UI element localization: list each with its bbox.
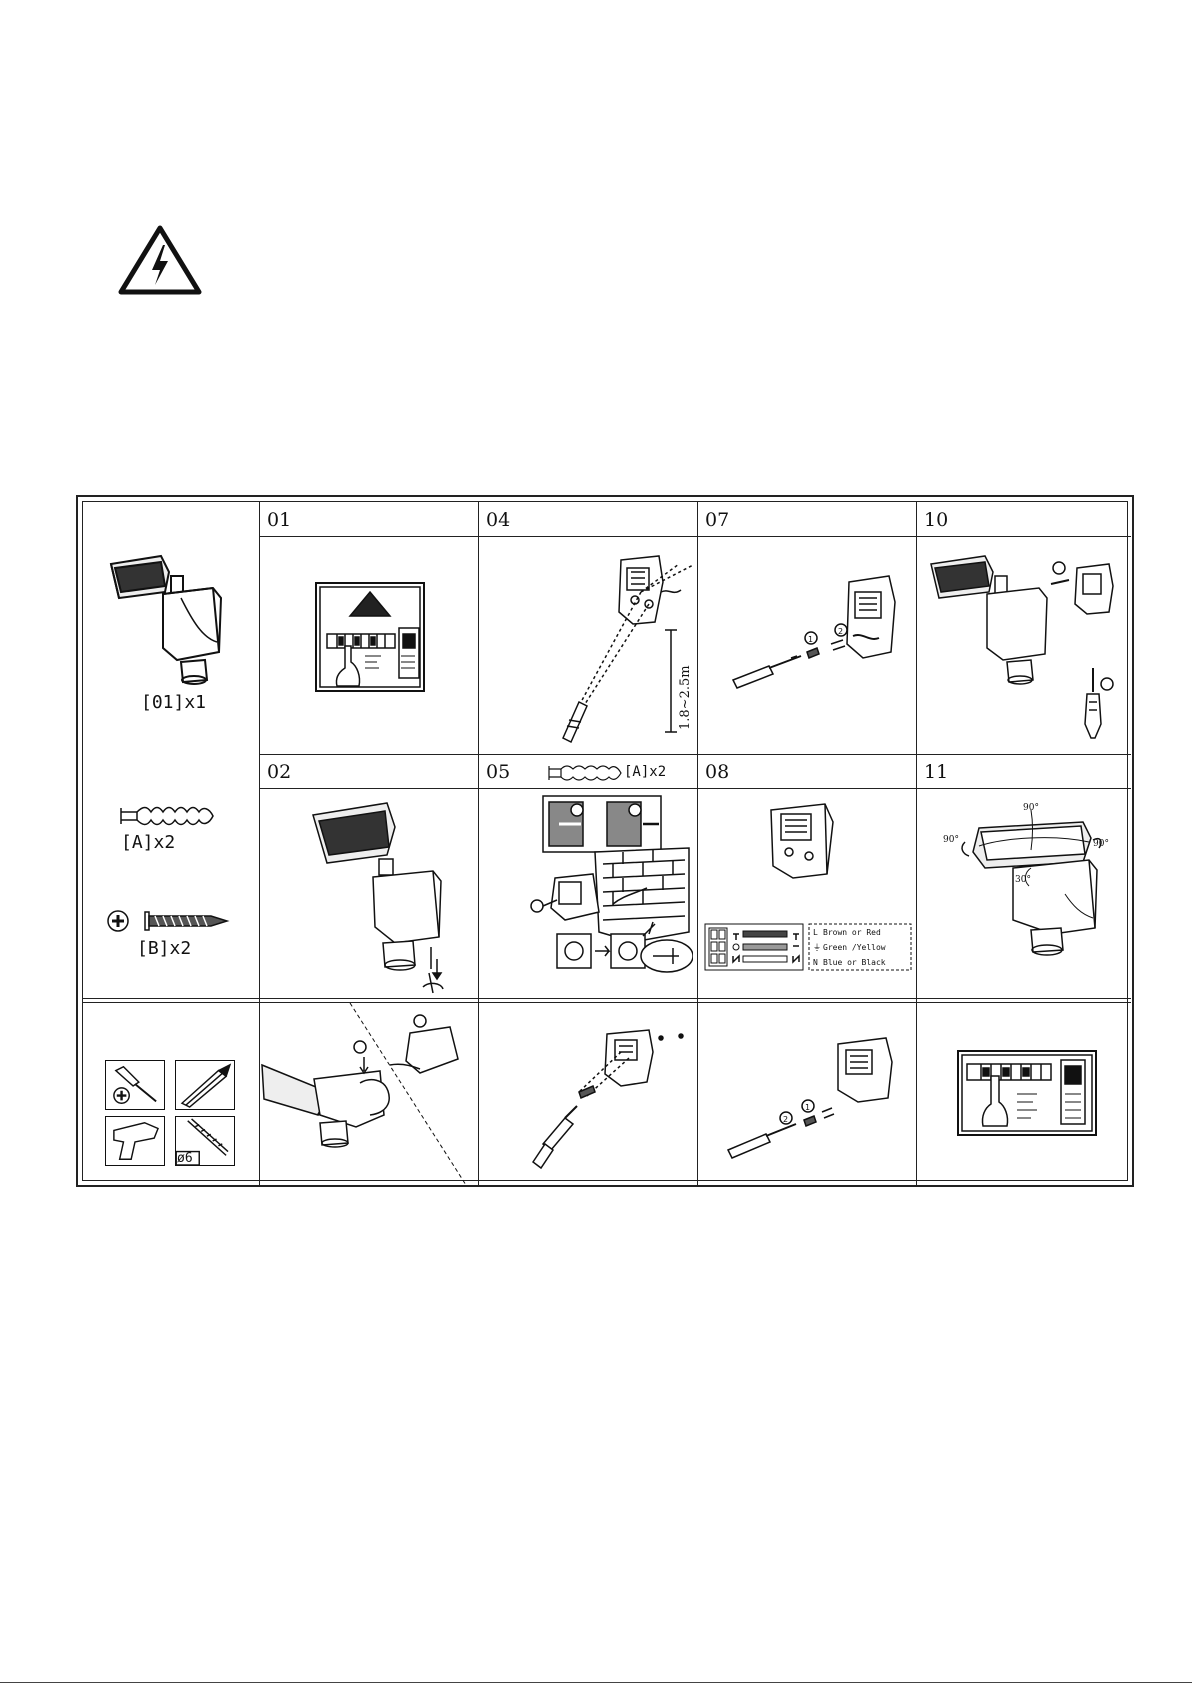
diagram-grid: 01 04 07 10 02 05 08 11 [01]x1 (82, 501, 1128, 1181)
step-05-label: 05 (480, 761, 510, 783)
lamp-part-label: [01]x1 (141, 692, 206, 713)
step-09-close-cover-illustration: 1 2 (708, 1032, 908, 1172)
anchor-part-label: [A]x2 (121, 832, 175, 853)
step-07-wiring-illustration: 1 2 (713, 572, 913, 722)
svg-text:2: 2 (783, 1115, 788, 1124)
angle-top-label: 90° (1023, 803, 1039, 813)
step-01-label: 01 (261, 509, 291, 531)
installation-diagram-sheet: 01 04 07 10 02 05 08 11 [01]x1 (76, 495, 1134, 1187)
screwdriver-tool-icon (105, 1060, 165, 1110)
screw-icon (107, 908, 231, 934)
step-01-breaker-illustration (315, 582, 425, 692)
mounting-height-label: 1.8~2.5m (678, 665, 693, 730)
step-08-label: 08 (699, 761, 729, 783)
electric-hazard-icon (118, 225, 202, 295)
step-04-drilling-illustration: 1.8~2.5m (523, 552, 693, 747)
step-11-adjust-angle-illustration: 90° 90° 90° 30° (943, 802, 1123, 972)
step-05-wall-mount-illustration (503, 792, 693, 997)
floodlight-part-illustration (103, 552, 243, 692)
step-07-label: 07 (699, 509, 729, 531)
screw-part-label: [B]x2 (137, 938, 191, 959)
wall-anchor-icon (117, 804, 217, 828)
svg-text:2: 2 (838, 627, 843, 636)
step-02-disassemble-illustration (283, 797, 473, 997)
step-08-terminal-illustration (763, 802, 843, 882)
step-05-anchor-label: [A]x2 (624, 764, 666, 780)
drill-bit-size-label: ø6 (177, 1151, 193, 1166)
svg-text:⏚: ⏚ (813, 943, 821, 952)
pencil-tool-icon (175, 1060, 235, 1110)
wire-brown-label: Brown or Red (823, 928, 881, 937)
svg-text:1: 1 (808, 635, 813, 644)
step-05-anchor-icon (547, 764, 623, 782)
svg-text:1: 1 (805, 1103, 810, 1112)
step-02-label: 02 (261, 761, 291, 783)
drill-tool-icon (105, 1116, 165, 1166)
tools-panel: ø6 (105, 1060, 235, 1170)
step-12-breaker-on-illustration (957, 1050, 1097, 1136)
step-10-label: 10 (918, 509, 948, 531)
angle-bottom-label: 30° (1015, 875, 1031, 885)
step-11-label: 11 (918, 761, 948, 783)
step-10-attach-illustration (923, 542, 1128, 752)
svg-text:L: L (813, 928, 818, 937)
wire-green-label: Green /Yellow (823, 943, 886, 952)
step-06-screw-mount-illustration (503, 1022, 693, 1182)
step-03-mount-bracket-illustration (260, 1003, 478, 1185)
svg-text:N: N (813, 958, 818, 967)
wire-blue-label: Blue or Black (823, 958, 886, 967)
step-08-wire-color-legend: L Brown or Red ⏚ Green /Yellow N Blue or… (703, 922, 915, 972)
angle-left-label: 90° (943, 835, 959, 845)
page-bottom-rule (0, 1682, 1192, 1683)
step-04-label: 04 (480, 509, 510, 531)
angle-right-label: 90° (1093, 839, 1109, 849)
